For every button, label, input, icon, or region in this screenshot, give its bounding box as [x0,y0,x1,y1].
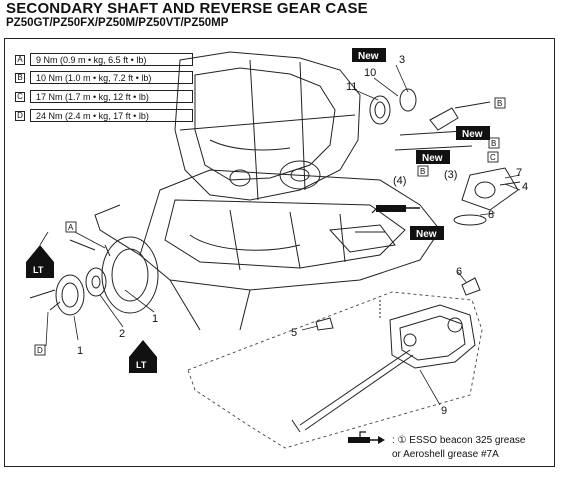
grease-note: : ① ESSO beacon 325 grease or Aeroshell … [392,434,526,462]
callout-leader-lines [45,64,521,406]
key-label-a: A [68,223,74,232]
new-tag-seal: New [358,51,379,62]
callout-1-right: 1 [152,313,158,325]
torque-spec-b: B 10 Nm (1.0 m • kg, 7.2 ft • lb) [15,70,193,85]
model-list: PZ50GT/PZ50FX/PZ50M/PZ50VT/PZ50MP [6,17,229,29]
callout-10: 10 [364,67,376,79]
page-title: SECONDARY SHAFT AND REVERSE GEAR CASE [6,0,368,17]
engine-frame-drawing [69,51,441,331]
new-tag-bracket: New [462,129,483,140]
grease-gun-icon [348,431,385,444]
shaft-assembly-outline [187,291,483,449]
callout-2: 2 [119,328,125,340]
callout-3: 3 [399,54,405,66]
diagram-frame [4,38,555,467]
torque-key: D [15,110,25,121]
callout-1-left: 1 [77,345,83,357]
key-label-d: D [37,346,43,355]
lt-tag-upper: LT [33,265,44,275]
torque-spec-d: D 24 Nm (2.4 m • kg, 17 ft • lb) [15,108,193,123]
new-tag-oring: New [416,229,437,240]
callout-7: 7 [516,167,522,179]
torque-value: 9 Nm (0.9 m • kg, 6.5 ft • lb) [30,53,193,66]
callout-4: 4 [522,181,528,193]
torque-key: C [15,91,25,102]
callout-5: 5 [291,327,297,339]
key-label-b2: B [491,139,496,148]
grease-point-icon [371,204,420,214]
key-label-b3: B [420,167,425,176]
torque-key: B [15,72,25,83]
grease-note-line1: : ① ESSO beacon 325 grease [392,435,526,446]
key-label-b1: B [497,99,502,108]
loctite-markers: LT LT [26,231,157,373]
torque-key-markers: A B B B C D [34,97,506,356]
new-part-tags: New New New New [352,48,490,240]
torque-value: 10 Nm (1.0 m • kg, 7.2 ft • lb) [30,71,193,84]
callout-9: 9 [441,405,447,417]
new-tag-bolt: New [422,153,443,164]
torque-value: 17 Nm (1.7 m • kg, 12 ft • lb) [30,90,193,103]
lt-tag-lower: LT [136,360,147,370]
key-label-c: C [490,153,496,162]
callout-3-paren: (3) [444,169,457,181]
torque-spec-c: C 17 Nm (1.7 m • kg, 12 ft • lb) [15,89,193,104]
seal-and-circlip-drawing [315,88,521,331]
torque-spec-a: A 9 Nm (0.9 m • kg, 6.5 ft • lb) [15,52,193,67]
grease-note-line2: or Aeroshell grease #7A [392,449,499,460]
torque-value: 24 Nm (2.4 m • kg, 17 ft • lb) [30,109,193,122]
callout-6: 6 [456,266,462,278]
torque-key: A [15,54,25,65]
left-bearing-and-seal-drawing [29,244,111,316]
callout-8: 8 [488,209,494,221]
reverse-gear-case-drawing [291,300,476,433]
callout-11: 11 [346,81,357,93]
callout-4-paren: (4) [393,175,406,187]
